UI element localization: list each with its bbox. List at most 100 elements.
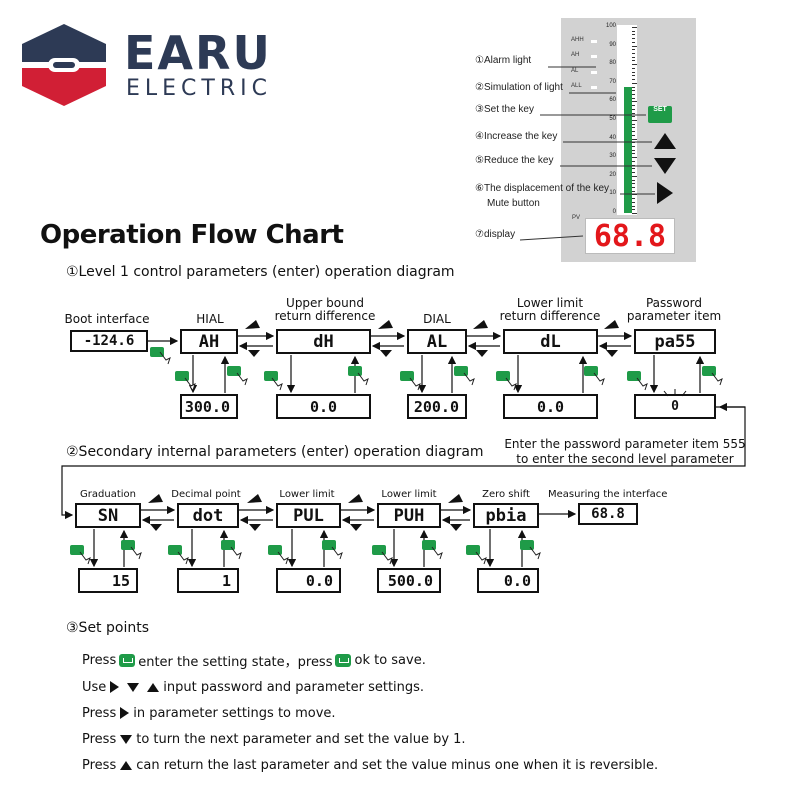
scale-tick-mark (632, 97, 635, 99)
password-value-box: 0 (634, 394, 716, 419)
scale-tick-mark (632, 38, 635, 40)
annotation-mute-button: Mute button (487, 198, 540, 209)
decimal-point-code-box: dot (177, 503, 239, 528)
password-note-line-1: Enter the password parameter item 555 (504, 437, 746, 451)
up-icon-inline (147, 682, 160, 692)
scale-tick-mark (632, 41, 635, 43)
measuring-interface-display: 68.8 (578, 503, 638, 525)
annotation-reduce-key: ⑤Reduce the key (475, 155, 554, 166)
scale-tick-mark (632, 190, 635, 192)
alarm-level-label: AH (571, 52, 580, 58)
upper-bound-code-box: dH (276, 329, 371, 354)
scale-tick-mark (632, 45, 637, 47)
zero-shift-value-box: 0.0 (477, 568, 539, 593)
setpoint-line-2: Use input password and parameter setting… (82, 677, 424, 697)
dial-value-box: 200.0 (407, 394, 467, 419)
scale-tick-mark (632, 27, 637, 28)
zero-shift-label: Zero shift (482, 489, 530, 500)
hial-label: HIAL (196, 312, 224, 326)
puh-code-box: PUH (377, 503, 441, 528)
lower-limit-return-label-line-1: Lower limit (516, 296, 584, 310)
scale-tick-mark (632, 183, 635, 185)
scale-tick-mark (632, 127, 635, 129)
scale-tick-mark (632, 112, 635, 114)
brand-name: EARU (124, 26, 272, 80)
setpoint-line-3-a: Press (82, 705, 117, 721)
pv-display: 68.8 (585, 218, 675, 254)
scale-tick-mark (632, 30, 635, 32)
scale-tick-mark (632, 205, 635, 207)
alarm-light-icon (591, 55, 597, 58)
bar-fill (624, 86, 632, 213)
setpoint-line-2-b: input password and parameter settings. (163, 679, 425, 695)
pul-value-box: 0.0 (276, 568, 341, 593)
upper-bound-value-box: 0.0 (276, 394, 371, 419)
pul-label: Lower limit (279, 489, 335, 500)
bar-graph (624, 27, 632, 213)
down-icon-inline (120, 734, 133, 744)
scale-tick-label: 40 (609, 134, 616, 141)
scale-tick-mark (632, 67, 635, 69)
set-key-icon[interactable]: SET (648, 106, 672, 123)
scale-tick-mark (632, 175, 637, 177)
scale-tick-label: 0 (612, 209, 616, 215)
scale-tick-mark (632, 153, 635, 155)
lower-limit-return-code-box: dL (503, 329, 598, 354)
boot-interface-display: -124.6 (70, 330, 148, 352)
setpoint-line-5: Press can return the last parameter and … (82, 755, 658, 775)
hial-code-box: AH (180, 329, 238, 354)
setpoint-line-1-c: ok to save. (354, 652, 426, 668)
reduce-key-icon[interactable] (653, 157, 677, 175)
scale-tick-label: 70 (609, 78, 616, 85)
scale-tick-mark (632, 105, 635, 107)
shift-key-icon[interactable] (656, 181, 674, 205)
scale-tick-mark (632, 160, 635, 162)
upper-bound-label-line-2: return difference (274, 309, 376, 323)
brand-logo-mark (22, 24, 106, 106)
annotation-simulation-light: ②Simulation of light (475, 82, 563, 93)
decimal-point-label: Decimal point (171, 489, 241, 500)
shift-icon-inline (120, 707, 130, 719)
setpoint-line-3: Press in parameter settings to move. (82, 703, 336, 723)
increase-key-icon[interactable] (653, 132, 677, 150)
scale-tick-mark (632, 172, 635, 174)
scale-tick-mark (632, 34, 635, 36)
scale-tick-mark (632, 179, 635, 181)
alarm-level-label: AL (571, 68, 579, 74)
pv-label: PV (572, 215, 581, 221)
scale-tick-mark (632, 120, 637, 121)
setpoint-line-1-a: Press (82, 652, 117, 668)
scale-tick-mark (632, 186, 635, 188)
annotation-display: ⑦display (475, 229, 516, 240)
down-icon-inline (127, 682, 140, 692)
dial-code-box: AL (407, 329, 467, 354)
scale-tick-label: 20 (609, 171, 616, 178)
scale-tick-mark (632, 116, 635, 118)
setpoint-line-3-b: in parameter settings to move. (133, 705, 336, 721)
scale-tick-mark (632, 198, 635, 200)
boot-interface-label: Boot interface (64, 312, 150, 326)
setpoint-line-5-a: Press (82, 757, 117, 773)
scale-tick-mark (632, 157, 637, 159)
scale-tick-label: 90 (609, 41, 616, 48)
page-title: Operation Flow Chart (40, 220, 344, 250)
scale-tick-mark (632, 168, 635, 170)
scale-tick-mark (632, 56, 635, 58)
level1-title: ①Level 1 control parameters (enter) oper… (66, 264, 455, 280)
scale-tick-mark (632, 213, 637, 214)
scale-tick-mark (632, 146, 635, 148)
scale-tick-mark (632, 93, 635, 95)
password-note-line-2: to enter the second level parameter (516, 452, 734, 466)
alarm-light-icon (591, 71, 597, 74)
scale-tick-mark (632, 149, 635, 151)
scale-tick-mark (632, 131, 635, 133)
scale-tick-label: 30 (609, 153, 616, 160)
scale-tick-mark (632, 194, 637, 196)
upper-bound-label-line-1: Upper bound (286, 296, 364, 310)
puh-label: Lower limit (381, 489, 437, 500)
annotation-shift-key: ⑥The displacement of the key (475, 183, 610, 194)
